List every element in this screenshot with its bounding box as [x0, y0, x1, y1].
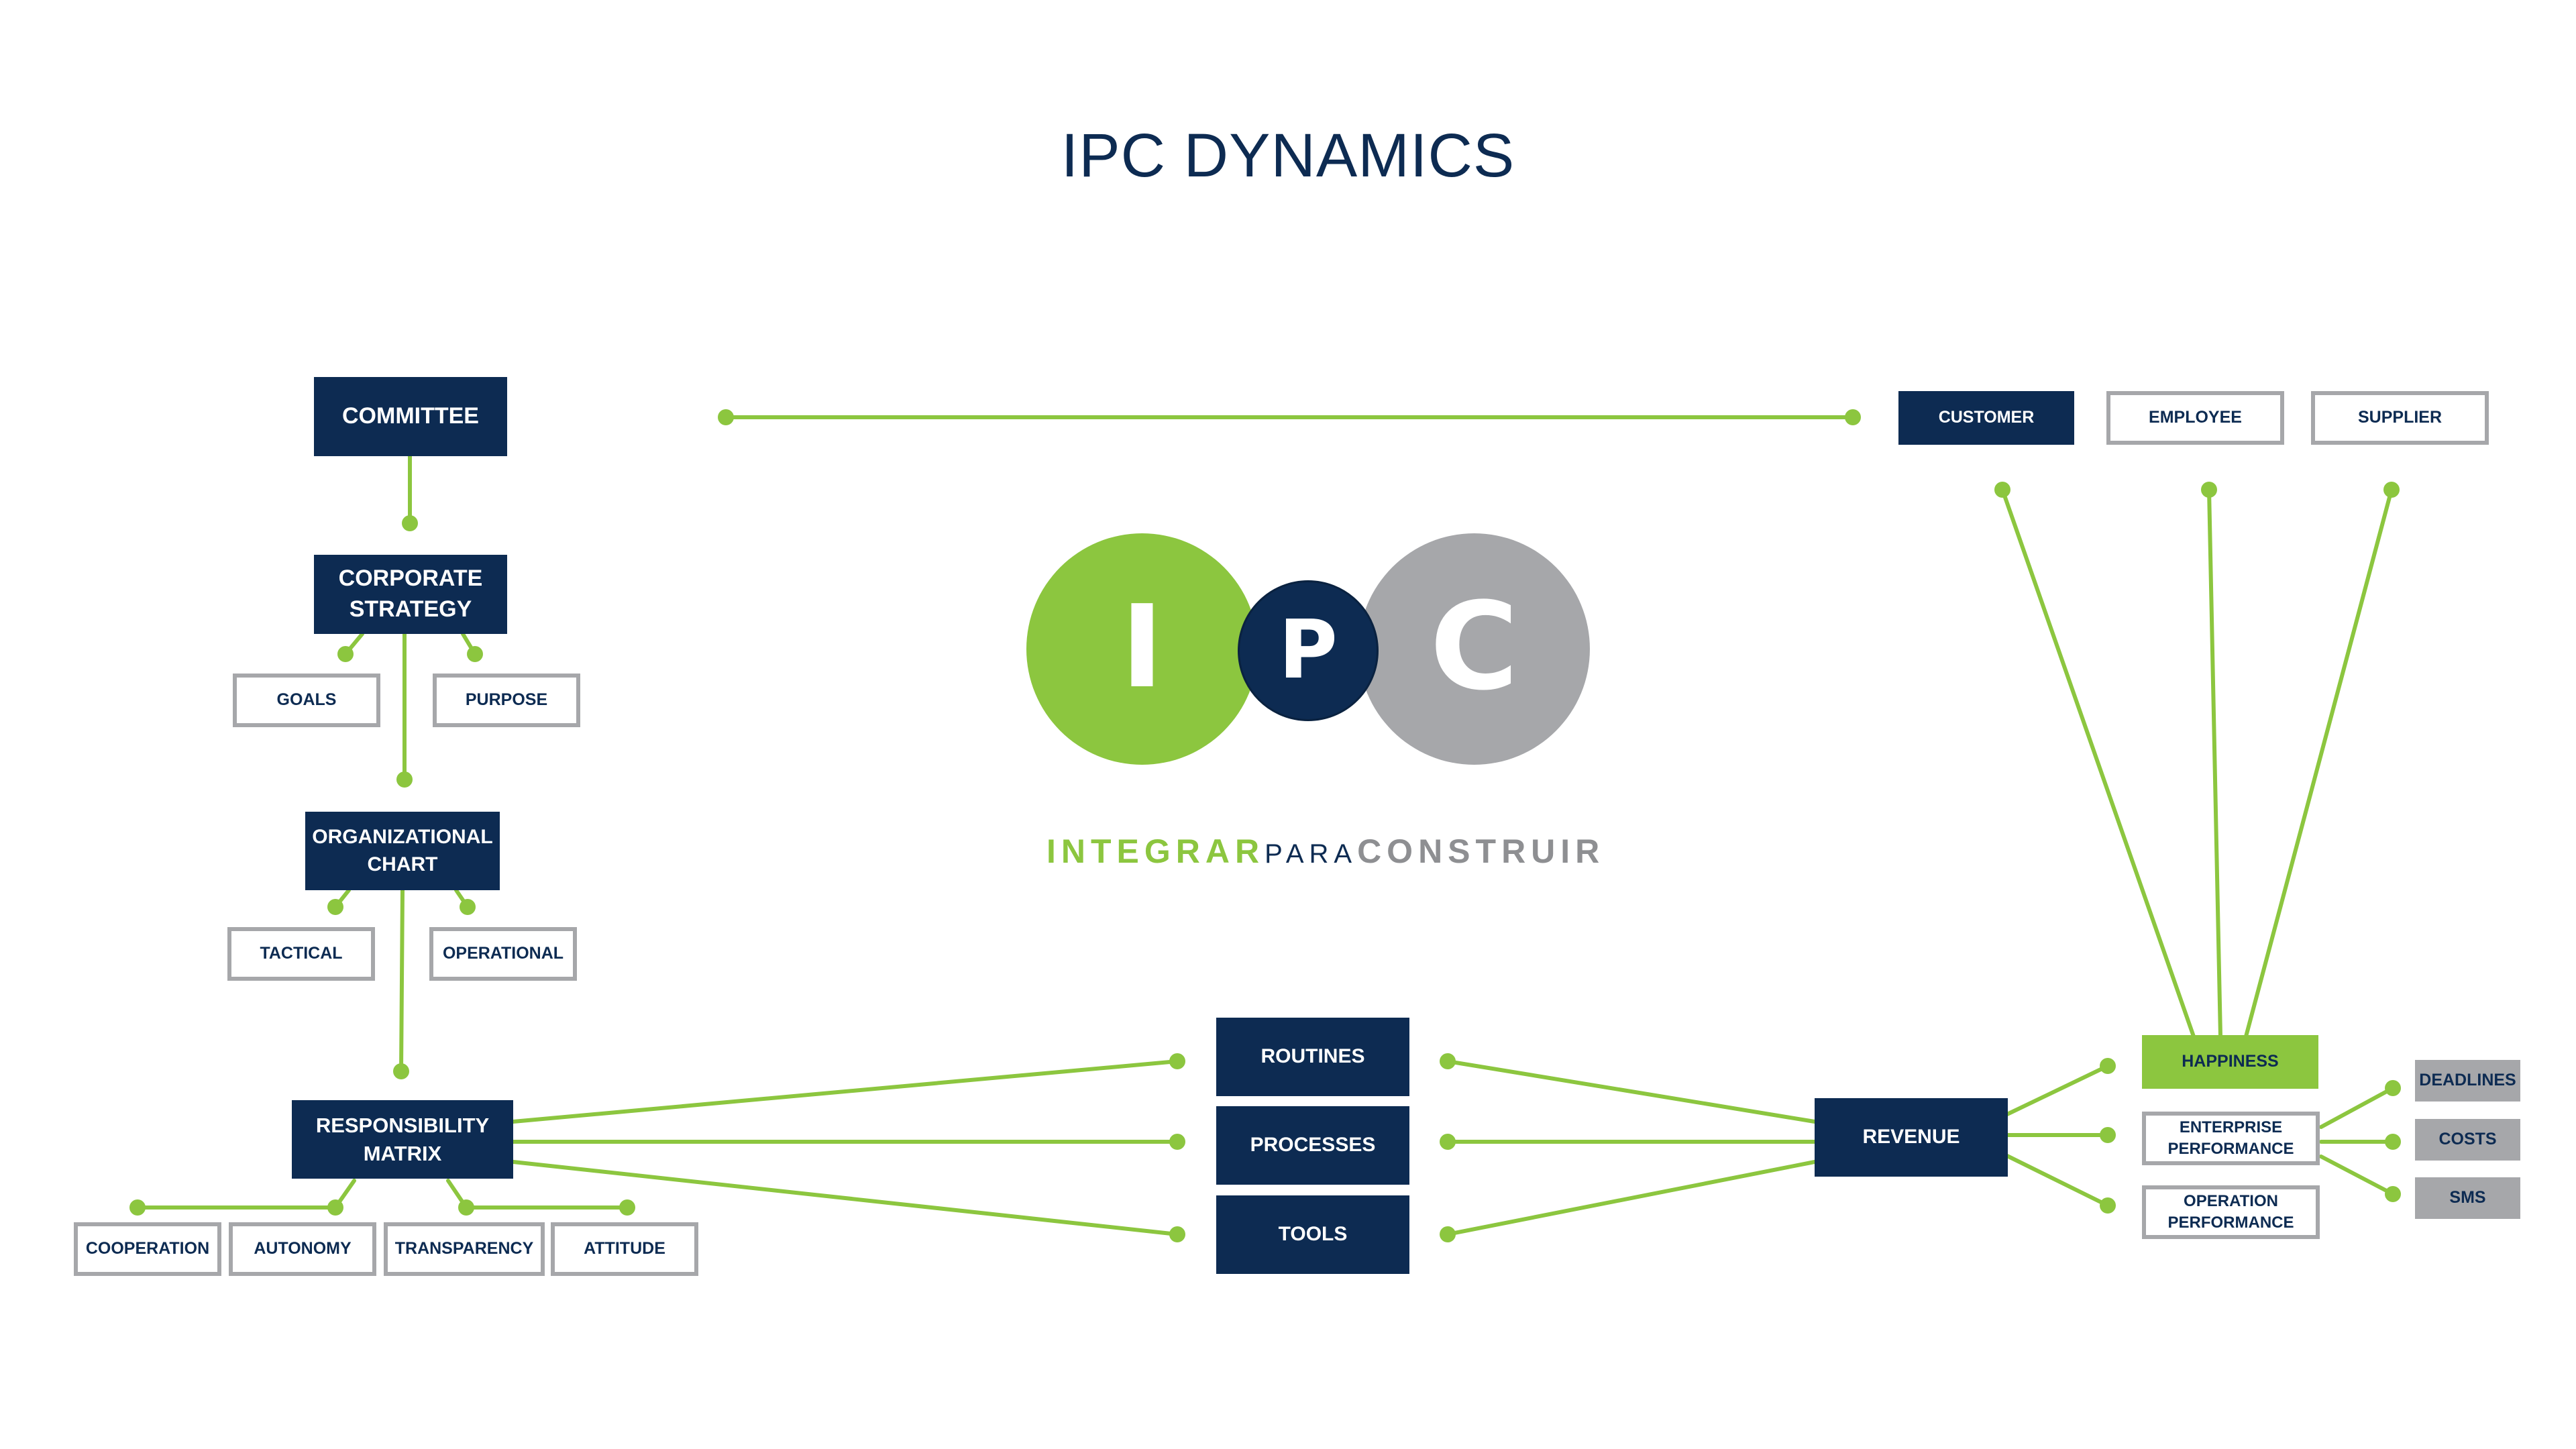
autonomy-box: AUTONOMY	[229, 1222, 376, 1276]
routines-box: ROUTINES	[1216, 1018, 1409, 1096]
connector-dot	[337, 646, 354, 662]
customer-box: CUSTOMER	[1898, 391, 2074, 445]
connector-dot	[402, 515, 418, 531]
organizational-chart-box: ORGANIZATIONAL CHART	[305, 812, 500, 890]
logo-circle-grey	[1358, 533, 1590, 765]
responsibility-matrix-box: RESPONSIBILITY MATRIX	[292, 1100, 513, 1179]
committee-box: COMMITTEE	[314, 377, 507, 456]
matrix-tools-link	[511, 1160, 1179, 1236]
logo-circle-navy	[1238, 580, 1379, 721]
tools-revenue-link	[1446, 1160, 1817, 1236]
orgchart-matrix-link	[399, 888, 405, 1073]
routines-revenue-link	[1446, 1059, 1817, 1124]
tagline-construir: CONSTRUIR	[1357, 833, 1605, 870]
connector-dot	[1994, 482, 2010, 498]
connector-dot	[2383, 482, 2400, 498]
employee-box: EMPLOYEE	[2106, 391, 2284, 445]
tagline-integrar: INTEGRAR	[1046, 833, 1265, 870]
goals-box: GOALS	[233, 674, 380, 727]
corporate-strategy-box: CORPORATE STRATEGY	[314, 555, 507, 634]
costs-box: COSTS	[2415, 1119, 2520, 1161]
connector-dot	[1440, 1134, 1456, 1150]
logo-tagline: INTEGRAR PARA CONSTRUIR	[1046, 832, 1599, 871]
revenue-happiness-link	[2004, 1064, 2110, 1117]
page-title: IPC DYNAMICS	[1061, 121, 1515, 190]
connector-dot	[1845, 409, 1861, 425]
processes-box: PROCESSES	[1216, 1106, 1409, 1185]
connector-dot	[1440, 1226, 1456, 1242]
transparency-box: TRANSPARENCY	[384, 1222, 545, 1276]
logo-letter-i: I	[1120, 581, 1164, 714]
connector-dot	[1440, 1053, 1456, 1069]
tactical-box: TACTICAL	[227, 927, 375, 981]
enterprise-sms-link	[2319, 1155, 2395, 1196]
tagline-para: PARA	[1265, 839, 1358, 869]
connector-dot	[327, 1199, 343, 1216]
connector-dot	[2385, 1186, 2401, 1202]
connector-dot	[2100, 1058, 2116, 1074]
connector-dot	[460, 899, 476, 915]
connector-dot	[1169, 1134, 1185, 1150]
purpose-box: PURPOSE	[433, 674, 580, 727]
happiness-box: HAPPINESS	[2142, 1035, 2318, 1089]
connector-dot	[327, 899, 343, 915]
supplier-box: SUPPLIER	[2311, 391, 2489, 445]
revenue-box: REVENUE	[1815, 1098, 2008, 1177]
logo-letter-c: C	[1430, 577, 1519, 717]
logo-circle-green	[1026, 533, 1258, 765]
connector-dot	[2100, 1127, 2116, 1143]
connector-dot	[393, 1063, 409, 1079]
sms-box: SMS	[2415, 1177, 2520, 1219]
connector-dot	[1169, 1226, 1185, 1242]
operational-box: OPERATIONAL	[429, 927, 577, 981]
cooperation-box: COOPERATION	[74, 1222, 221, 1276]
connector-dot	[2201, 482, 2217, 498]
employee-happiness-link	[2207, 488, 2222, 1038]
matrix-routines-link	[511, 1059, 1179, 1124]
enterprise-deadlines-link	[2319, 1086, 2395, 1129]
revenue-operation-link	[2004, 1153, 2110, 1208]
supplier-happiness-link	[2244, 488, 2394, 1038]
tools-box: TOOLS	[1216, 1195, 1409, 1274]
connector-dot	[2100, 1197, 2116, 1214]
connector-dot	[718, 409, 734, 425]
customer-happiness-link	[2000, 488, 2196, 1038]
attitude-box: ATTITUDE	[551, 1222, 698, 1276]
connector-dot	[467, 646, 483, 662]
operation-performance-box: OPERATION PERFORMANCE	[2142, 1185, 2320, 1239]
logo-letter-p: P	[1279, 604, 1338, 697]
connector-dot	[1169, 1053, 1185, 1069]
connector-dot	[458, 1199, 474, 1216]
deadlines-box: DEADLINES	[2415, 1060, 2520, 1102]
connector-dot	[619, 1199, 635, 1216]
connector-dot	[129, 1199, 146, 1216]
connector-dot	[396, 771, 413, 788]
connector-dot	[2385, 1080, 2401, 1096]
enterprise-performance-box: ENTERPRISE PERFORMANCE	[2142, 1112, 2320, 1165]
connector-dot	[2385, 1134, 2401, 1150]
